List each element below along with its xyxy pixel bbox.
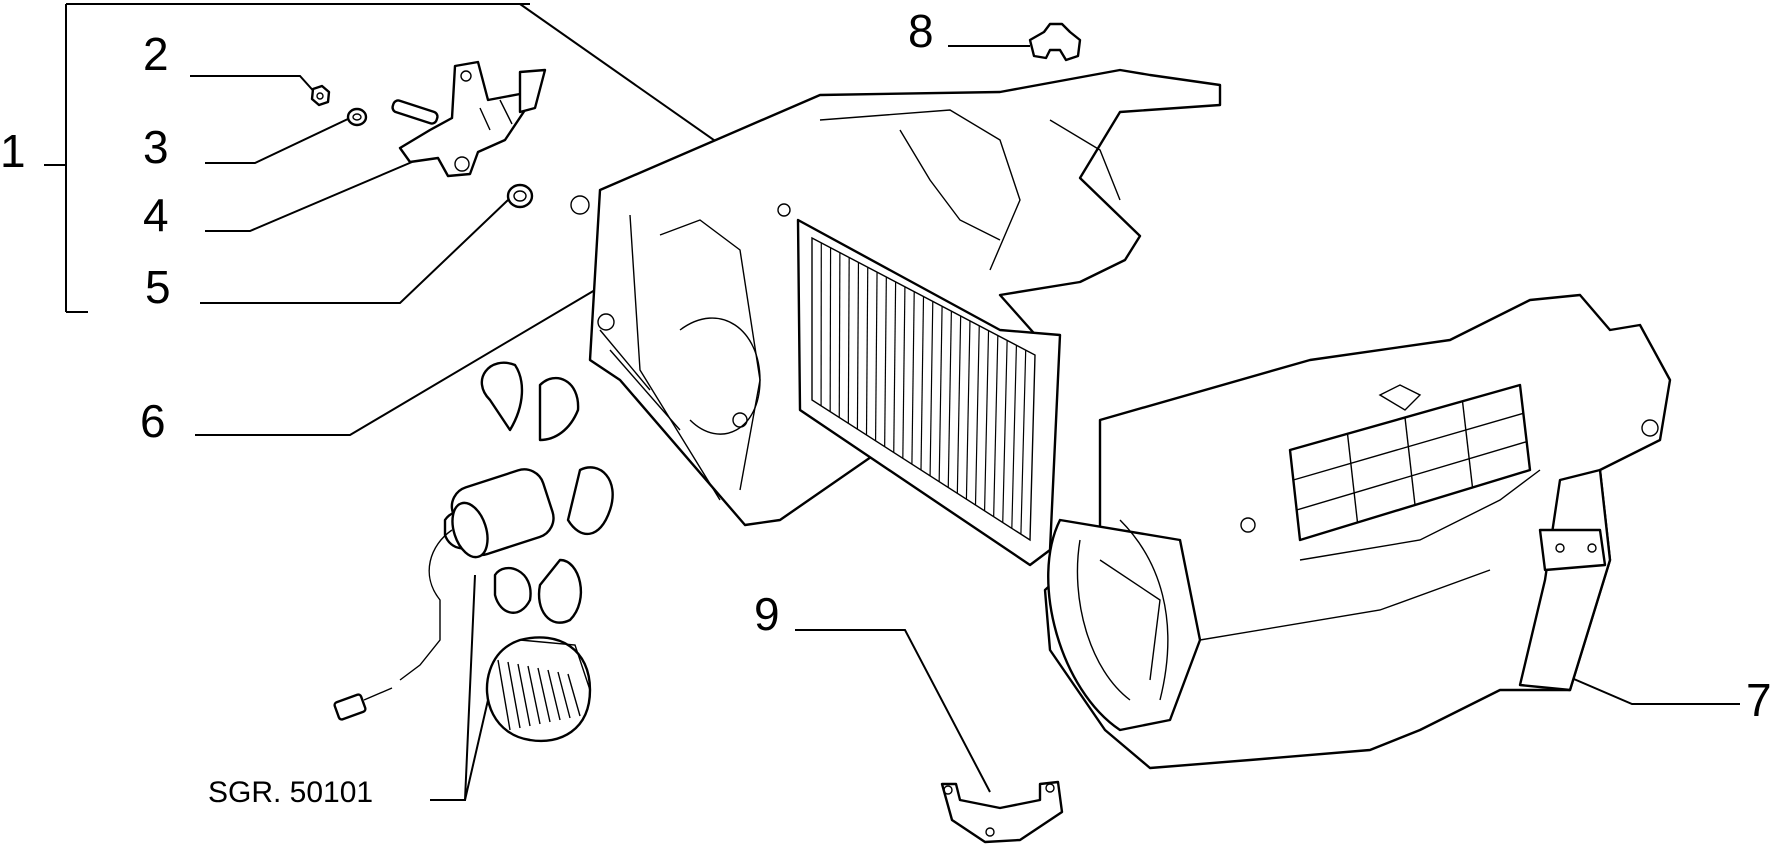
washer-part [346,107,368,127]
drawing-stroke [1461,401,1474,488]
resistor-pack-mesh [497,659,581,731]
drawing-stroke [956,315,962,494]
drawing-stroke [507,661,521,729]
drawing-stroke [557,671,571,719]
resistor-pack-part [485,636,592,743]
callout-6: 6 [140,395,166,447]
resistor-bracket-part [391,60,547,178]
drawing-stroke [567,673,581,717]
drawing-stroke [1293,412,1524,481]
callout-8: 8 [908,5,934,57]
callout-5: 5 [145,261,171,313]
drawing-stroke [983,330,990,511]
drawing-stroke [993,335,999,517]
drawing-stroke [974,325,980,506]
callout-7: 7 [1746,674,1772,726]
drawing-stroke [920,296,925,471]
drawing-stroke [838,252,841,418]
drawing-stroke [856,262,860,430]
drawing-stroke [1404,417,1416,506]
drawing-stroke [865,267,869,436]
drawing-stroke [938,306,943,482]
drawing-stroke [911,291,915,465]
callout-3: 3 [143,121,169,173]
drawing-stroke [874,272,878,441]
drawing-stroke [1020,350,1027,535]
drawing-stroke [1002,340,1008,523]
drawing-stroke [847,257,850,424]
callout-2: 2 [143,28,169,80]
outlet-grille [1293,401,1527,523]
drawing-stroke [517,663,531,727]
drawing-stroke [537,667,551,723]
nut-part [310,84,331,107]
callout-1: 1 [0,125,26,177]
drawing-stroke [497,659,511,731]
drawing-stroke [527,665,541,725]
drawing-stroke [929,301,934,476]
drawing-stroke [547,669,561,721]
o-ring-part [506,183,534,209]
sgr-reference-label: SGR. 50101 [208,776,373,809]
hose-clip-part [1028,22,1082,62]
drawing-stroke [1011,345,1018,529]
heater-core-fins [820,242,1027,535]
drawing-stroke [965,320,971,500]
blower-motor-fan-part [333,361,614,721]
drawing-stroke [1346,433,1359,523]
callout-9: 9 [754,588,780,640]
drawing-stroke [884,276,887,447]
drawing-stroke [902,286,906,459]
right-heater-box [1043,293,1672,770]
drawing-stroke [1296,440,1527,511]
callout-4: 4 [143,189,169,241]
mounting-bracket-part [940,780,1064,844]
drawing-stroke [947,311,952,488]
drawing-stroke [893,281,897,453]
